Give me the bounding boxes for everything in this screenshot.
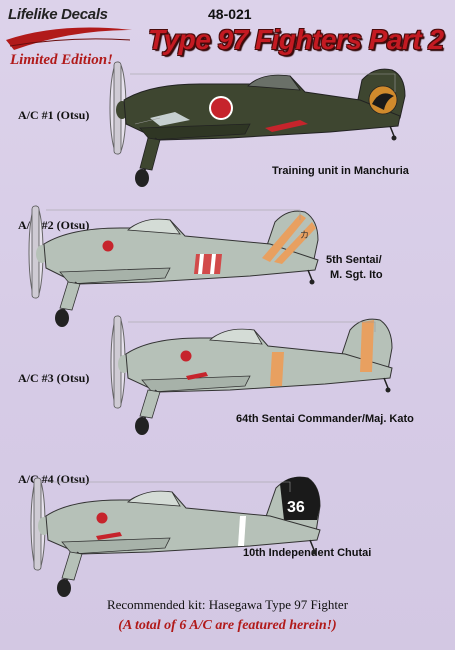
aircraft-3-label: A/C #3 (Otsu)	[18, 371, 90, 385]
aircraft-3-caption: 64th Sentai Commander/Maj. Kato	[236, 413, 414, 425]
aircraft-1-drawing	[109, 61, 406, 187]
aircraft-1-label: A/C #1 (Otsu)	[18, 108, 90, 122]
recommended-kit-text: Recommended kit: Hasegawa Type 97 Fighte…	[106, 597, 349, 612]
aircraft-1-caption: Training unit in Manchuria	[272, 165, 409, 177]
aircraft-4-tail-code: 36	[287, 499, 305, 516]
sheet-title: Type 97 Fighters Part 2	[148, 24, 444, 55]
aircraft-3-drawing	[110, 315, 393, 435]
aircraft-4-drawing: 36	[30, 476, 321, 597]
aircraft-2-drawing: カ	[28, 205, 319, 327]
product-code: 48-021	[208, 6, 252, 22]
aircraft-2-caption-line1: 5th Sentai/	[326, 254, 382, 266]
limited-edition-label: Limited Edition!	[10, 52, 113, 68]
aircraft-4-caption: 10th Independent Chutai	[243, 547, 372, 559]
brand-logo-text: Lifelike Decals	[8, 6, 108, 23]
aircraft-2-caption-line2: M. Sgt. Ito	[330, 269, 383, 281]
svg-text:カ: カ	[300, 230, 309, 240]
total-aircraft-note: (A total of 6 A/C are featured herein!)	[118, 618, 337, 633]
